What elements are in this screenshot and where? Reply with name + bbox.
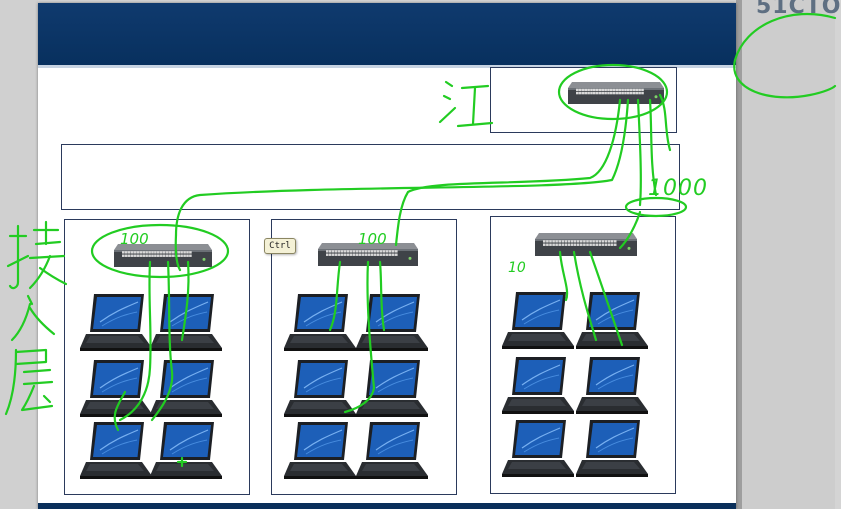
ctrl-tooltip: Ctrl [264,238,296,254]
access-switch-icon-1 [114,244,212,271]
access-switch-icon-2 [318,243,418,270]
laptop-icon [80,420,152,484]
access-switch-icon-3 [535,233,637,260]
slide-header-rule [38,65,736,68]
laptop-icon [502,355,574,419]
laptop-icon [356,292,428,356]
access-group-box-1 [64,219,250,495]
laptop-icon [284,420,356,484]
laptop-icon [284,358,356,422]
laptop-icon [150,358,222,422]
slide-header-bar [38,3,736,65]
laptop-icon [284,292,356,356]
laptop-icon [356,420,428,484]
slide-footer-bar [38,503,736,509]
laptop-icon [502,290,574,354]
laptop-icon [150,292,222,356]
laptop-icon [576,418,648,482]
left-gutter [0,0,38,509]
laptop-icon [502,418,574,482]
laptop-icon [150,420,222,484]
laptop-icon [576,355,648,419]
watermark: 51CTO [756,0,841,19]
laptop-icon [80,358,152,422]
laptop-icon [80,292,152,356]
laptop-icon [576,290,648,354]
distribution-layer-box [61,144,680,210]
right-gutter [736,0,835,509]
laptop-icon [356,358,428,422]
core-switch-icon [568,82,664,108]
